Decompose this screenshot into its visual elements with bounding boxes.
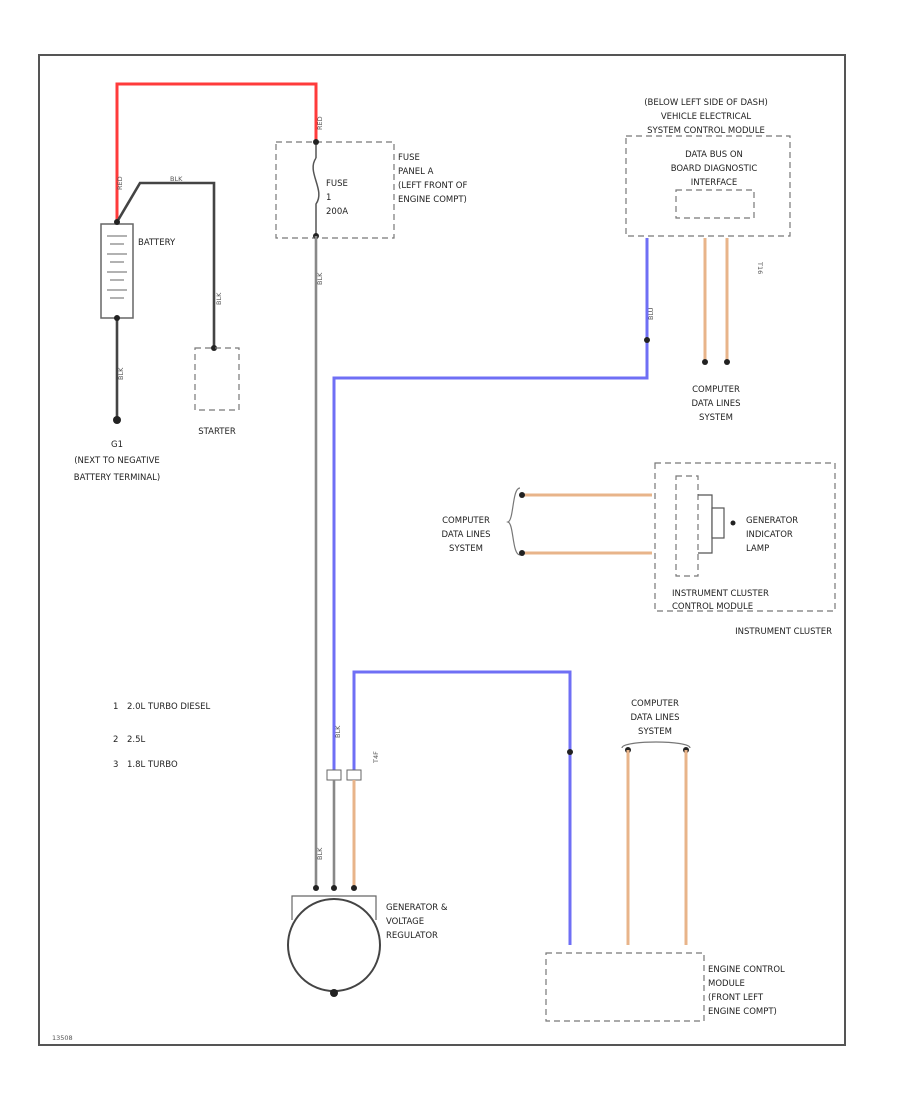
wire-label-blk3: BLK (117, 367, 125, 380)
legend-num-2: 2 (113, 735, 118, 745)
cdl-bot-bracket (621, 741, 691, 749)
fuse-panel-1: FUSE (398, 153, 420, 163)
red-power-wire (115, 82, 318, 220)
wire-label-red: RED (116, 176, 124, 190)
ic-module-1: INSTRUMENT CLUSTER (672, 589, 769, 599)
databus-1: DATA BUS ON (685, 150, 743, 160)
battery-symbol (100, 223, 134, 319)
legend-num-1: 1 (113, 702, 118, 712)
ground-symbol (113, 416, 121, 424)
gen-connector-1 (326, 769, 342, 781)
blue-indicator-wire (332, 238, 649, 770)
databus-3: INTERFACE (691, 178, 737, 188)
cdl-mid-1: COMPUTER (442, 516, 490, 526)
wire-label-t4f: T4F (372, 751, 380, 764)
ic-connector-box (675, 475, 699, 577)
fuse-rating: 200A (326, 207, 348, 217)
gen-lamp-3: LAMP (746, 544, 769, 554)
battery-cells (107, 235, 127, 299)
cdl-mid-2: DATA LINES (442, 530, 491, 540)
battery-label: BATTERY (138, 238, 176, 248)
ground-id: G1 (111, 440, 123, 450)
ecm-label-3: (FRONT LEFT (708, 993, 764, 1003)
wire-label-blu1: BLU (647, 307, 655, 320)
control-module-box (625, 135, 791, 237)
databus-2: BOARD DIAGNOSTIC (671, 164, 758, 174)
wire-label-blk-gen: BLK (316, 847, 324, 860)
fuse-number: 1 (326, 193, 331, 203)
gen-lamp-1: GENERATOR (746, 516, 798, 526)
ic-outer-label: INSTRUMENT CLUSTER (735, 627, 832, 637)
battery-starter-wire (115, 181, 216, 348)
cdl-mid-bracket (506, 487, 521, 556)
legend-num-3: 3 (113, 760, 118, 770)
generator-label-3: REGULATOR (386, 931, 438, 941)
wire-label-t16: T16 (756, 261, 764, 274)
gen-connector-2 (346, 769, 362, 781)
legend-text-2: 2.5L (127, 735, 146, 745)
ground-desc-2: BATTERY TERMINAL) (74, 473, 160, 483)
fuse-panel-2: PANEL A (398, 167, 434, 177)
ground-desc-1: (NEXT TO NEGATIVE (74, 456, 160, 466)
footer-code: 13508 (52, 1034, 73, 1042)
generator-symbol (287, 898, 381, 992)
gen-lamp-2: INDICATOR (746, 530, 793, 540)
ecm-label-4: ENGINE COMPT) (708, 1007, 777, 1017)
cdl-top-1: COMPUTER (692, 385, 740, 395)
ecm-box (545, 952, 705, 1022)
instrument-cluster-outer-box (654, 462, 836, 612)
wire-label-blk-fuse: BLK (316, 272, 324, 285)
generator-lamp-symbol (711, 507, 725, 539)
ecm-label-2: MODULE (708, 979, 745, 989)
wire-label-blk1: BLK (170, 175, 183, 183)
wire-label-red-2: RED (316, 116, 324, 130)
control-module-2: VEHICLE ELECTRICAL (661, 112, 752, 122)
diagram-frame (38, 54, 846, 1046)
engine-legend: 1 2.0L TURBO DIESEL 2 2.5L 3 1.8L TURBO (113, 702, 211, 770)
databus-box (675, 189, 755, 219)
cdl-top-3: SYSTEM (699, 413, 733, 423)
fuse-panel-3: (LEFT FRONT OF (398, 181, 467, 191)
legend-text-3: 1.8L TURBO (127, 760, 178, 770)
fuse-name: FUSE (326, 179, 348, 189)
wire-label-blk-gen-top: BLK (334, 725, 342, 738)
starter-box (194, 347, 240, 411)
cdl-bot-2: DATA LINES (631, 713, 680, 723)
cdl-top-2: DATA LINES (692, 399, 741, 409)
legend-text-1: 2.0L TURBO DIESEL (127, 702, 211, 712)
generator-label-2: VOLTAGE (386, 917, 424, 927)
cdl-bot-3: SYSTEM (638, 727, 672, 737)
generator-label-1: GENERATOR & (386, 903, 448, 913)
cdl-bot-1: COMPUTER (631, 699, 679, 709)
control-module-1: (BELOW LEFT SIDE OF DASH) (644, 98, 768, 108)
fuse-symbol (312, 157, 320, 218)
fuse-panel-box (275, 141, 395, 239)
wire-label-blk2: BLK (215, 292, 223, 305)
ecm-label-1: ENGINE CONTROL (708, 965, 785, 975)
cdl-mid-3: SYSTEM (449, 544, 483, 554)
fuse-panel-4: ENGINE COMPT) (398, 195, 467, 205)
starter-label: STARTER (198, 427, 236, 437)
control-module-3: SYSTEM CONTROL MODULE (647, 126, 765, 136)
ic-module-2: CONTROL MODULE (672, 602, 753, 612)
blue-ecm-wire (352, 670, 572, 945)
